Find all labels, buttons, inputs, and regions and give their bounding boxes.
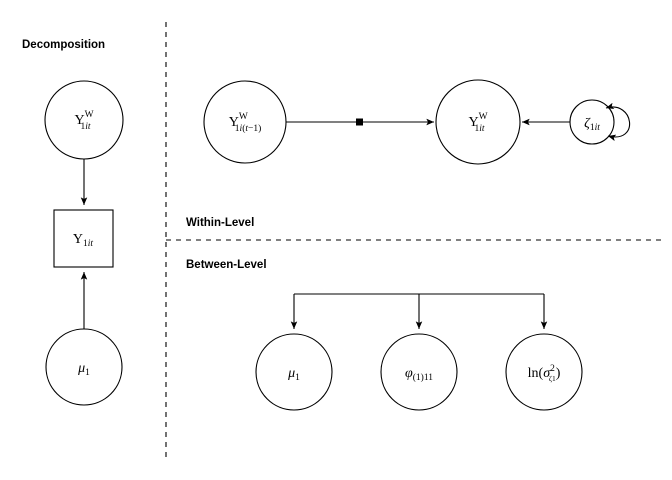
- edge-residual-variance-loop: [605, 102, 631, 142]
- node-left-mean: [45, 328, 123, 406]
- between-level-label: Between-Level: [186, 259, 267, 271]
- node-within-current: [435, 79, 521, 165]
- node-between-mean: [255, 333, 333, 411]
- node-between-mean-label: μ1: [287, 366, 300, 383]
- decomposition-heading: Decomposition: [22, 39, 105, 51]
- node-between-ar-label: φ(1)11: [405, 366, 433, 383]
- node-within-residual-label: ζ1it: [584, 116, 600, 133]
- node-between-ar: [380, 333, 458, 411]
- node-left-mean-label: μ1: [77, 361, 90, 378]
- node-within-residual: [569, 99, 615, 145]
- node-left-observed: [53, 209, 114, 268]
- within-level-label: Within-Level: [186, 217, 254, 229]
- node-between-logvar: [505, 333, 583, 411]
- autoregressive-path-marker: [356, 118, 363, 126]
- node-left-observed-label: Y1it: [73, 232, 94, 249]
